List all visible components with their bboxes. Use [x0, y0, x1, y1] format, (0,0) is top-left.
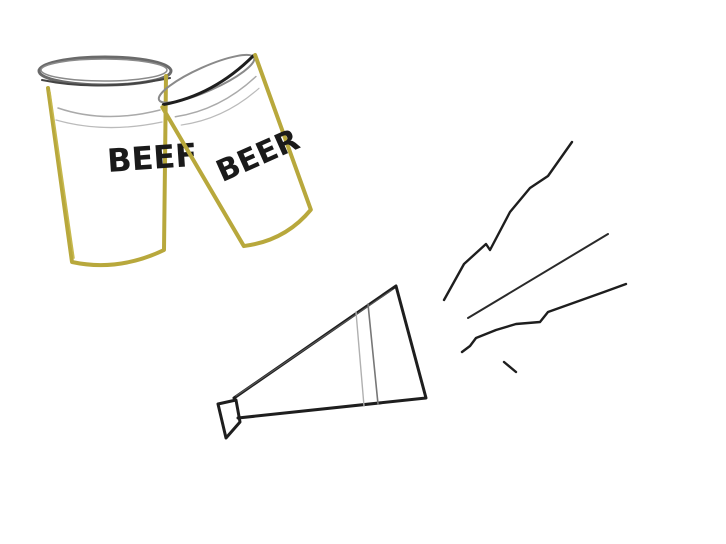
megaphone-band-inner	[355, 311, 365, 407]
cup-right-rim-dark	[161, 54, 255, 107]
sound-line-middle	[467, 233, 609, 319]
sound-line-bottom	[460, 282, 628, 354]
cup-right-lip-line-2	[180, 87, 260, 126]
cup-left-body-stroke	[49, 91, 75, 259]
cup-left-lip-line	[57, 107, 161, 118]
cup-left-rim-inner	[40, 58, 168, 82]
megaphone-cone-sketch	[235, 289, 393, 397]
cup-left-lip-line-2	[55, 119, 163, 129]
cup-right-body	[160, 52, 313, 249]
beer-cup-left-icon: BEEF	[37, 55, 198, 268]
megaphone-band-outer	[367, 303, 379, 405]
cup-left-rim-shadow	[41, 77, 171, 87]
megaphone-icon	[216, 284, 428, 440]
cup-right-lip-line	[174, 75, 257, 118]
megaphone-mouthpiece	[216, 398, 242, 440]
cup-right-label: BEER	[211, 122, 305, 189]
megaphone-cone	[232, 284, 428, 420]
sound-wave-icon	[442, 140, 628, 374]
sound-line-top	[442, 140, 574, 302]
cup-left-body	[46, 74, 168, 268]
sound-line-fragment	[502, 360, 518, 374]
